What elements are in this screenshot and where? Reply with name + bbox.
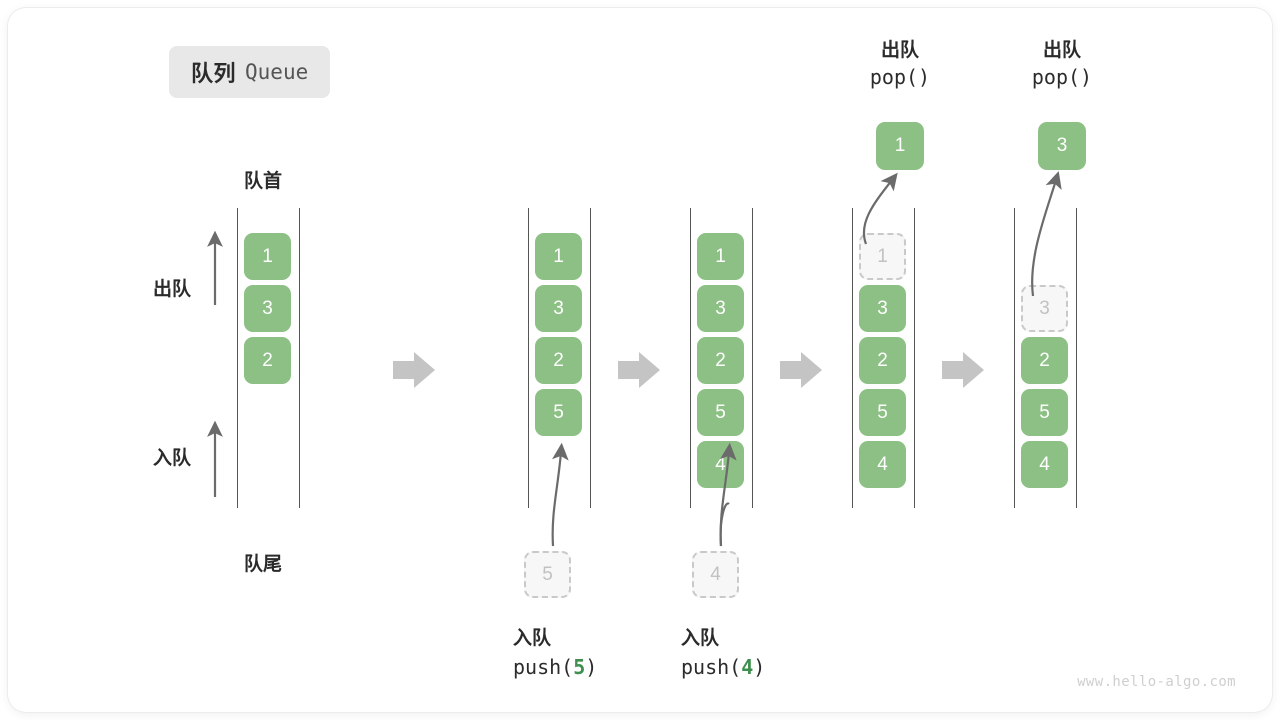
queue-cell: 3 [697, 285, 744, 332]
queue-rail-left-4 [852, 208, 853, 508]
queue-cell: 5 [859, 389, 906, 436]
queue-cell: 2 [535, 337, 582, 384]
incoming-ghost-cell: 5 [524, 551, 571, 598]
queue-cell: 2 [244, 337, 291, 384]
operation-header-pop-3: 出队 pop() [1002, 38, 1122, 91]
step-arrow [942, 352, 984, 388]
queue-cell: 2 [859, 337, 906, 384]
operation-code: push(5) [513, 655, 598, 679]
label-enqueue: 入队 [153, 448, 192, 469]
step-arrow [618, 352, 660, 388]
incoming-ghost-cell: 4 [692, 551, 739, 598]
label-dequeue: 出队 [153, 279, 192, 300]
queue-cell: 4 [859, 441, 906, 488]
queue-cell: 5 [535, 389, 582, 436]
diagram-card: 队列 Queue 队首 队尾 出队 入队 1 3 2 1 3 2 5 5 入队 … [8, 8, 1272, 712]
label-head: 队首 [244, 171, 283, 192]
pop-arrow-1 [862, 172, 898, 245]
operation-code: push(4) [681, 655, 766, 679]
queue-cell: 1 [244, 233, 291, 280]
queue-rail-right-2 [590, 208, 591, 508]
queue-rail-right-4 [914, 208, 915, 508]
queue-cell: 3 [535, 285, 582, 332]
queue-cell: 5 [1021, 389, 1068, 436]
queue-cell: 4 [1021, 441, 1068, 488]
title-badge: 队列 Queue [169, 46, 331, 98]
operation-cn: 入队 [681, 628, 720, 649]
operation-label-push-4: 入队 push(4) [681, 625, 765, 682]
popped-cell: 3 [1038, 122, 1086, 170]
operation-code: pop() [1031, 65, 1093, 89]
queue-cell: 3 [859, 285, 906, 332]
label-tail: 队尾 [244, 554, 283, 575]
operation-label-push-5: 入队 push(5) [513, 625, 597, 682]
queue-rail-right-5 [1076, 208, 1077, 508]
operation-cn: 出队 [1042, 40, 1081, 61]
step-arrow [780, 352, 822, 388]
popped-ghost-cell: 1 [859, 233, 906, 280]
operation-header-pop-1: 出队 pop() [840, 38, 960, 91]
queue-cell: 1 [535, 233, 582, 280]
queue-rail-right-3 [752, 208, 753, 508]
queue-cell: 2 [1021, 337, 1068, 384]
queue-rail-right-1 [299, 208, 300, 508]
queue-cell: 1 [697, 233, 744, 280]
queue-rail-left-5 [1014, 208, 1015, 508]
step-arrow [393, 352, 435, 388]
queue-rail-left-3 [690, 208, 691, 508]
push-arrow-5 [551, 442, 569, 547]
operation-cn: 入队 [513, 628, 552, 649]
watermark: www.hello-algo.com [1077, 674, 1236, 690]
operation-arg: 4 [741, 655, 754, 679]
queue-cell: 3 [244, 285, 291, 332]
queue-rail-left-2 [528, 208, 529, 508]
popped-cell: 1 [876, 122, 924, 170]
operation-code: pop() [869, 65, 931, 89]
popped-ghost-cell: 3 [1021, 285, 1068, 332]
operation-arg: 5 [573, 655, 586, 679]
operation-cn: 出队 [880, 40, 919, 61]
push-arrow-4 [719, 442, 737, 547]
pop-arrow-3 [1031, 171, 1062, 297]
queue-cell: 2 [697, 337, 744, 384]
queue-cell: 5 [697, 389, 744, 436]
diagram-stage: 队列 Queue 队首 队尾 出队 入队 1 3 2 1 3 2 5 5 入队 … [8, 8, 1272, 712]
arrow-overlay [207, 171, 1062, 547]
title-cn: 队列 [191, 61, 237, 86]
queue-rail-left-1 [237, 208, 238, 508]
title-en: Queue [245, 60, 309, 84]
